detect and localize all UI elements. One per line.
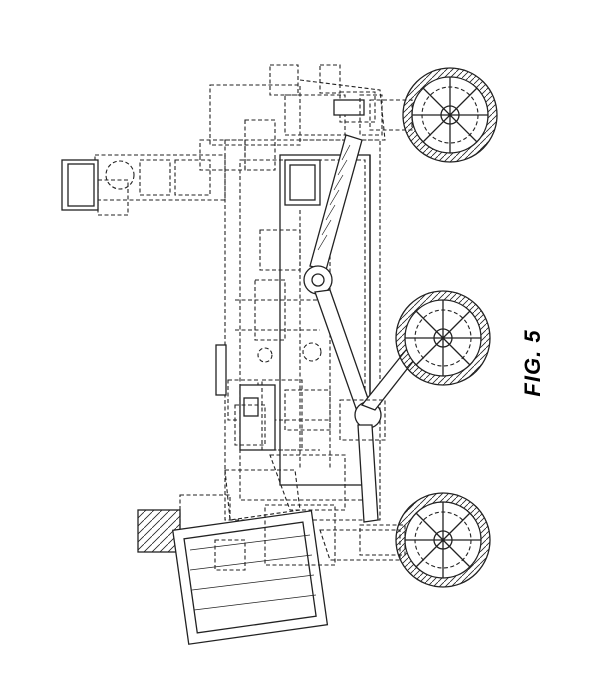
wheel-front xyxy=(369,67,498,163)
suspension xyxy=(303,134,420,561)
wheel-rear xyxy=(359,492,491,588)
mast-assembly xyxy=(199,64,386,171)
wheel-middle xyxy=(395,290,491,386)
instrument-box xyxy=(215,344,303,451)
figure-label: FIG. 5 xyxy=(520,329,545,397)
rover-body xyxy=(224,139,381,521)
robotic-arm xyxy=(61,154,226,216)
power-module xyxy=(172,504,336,645)
